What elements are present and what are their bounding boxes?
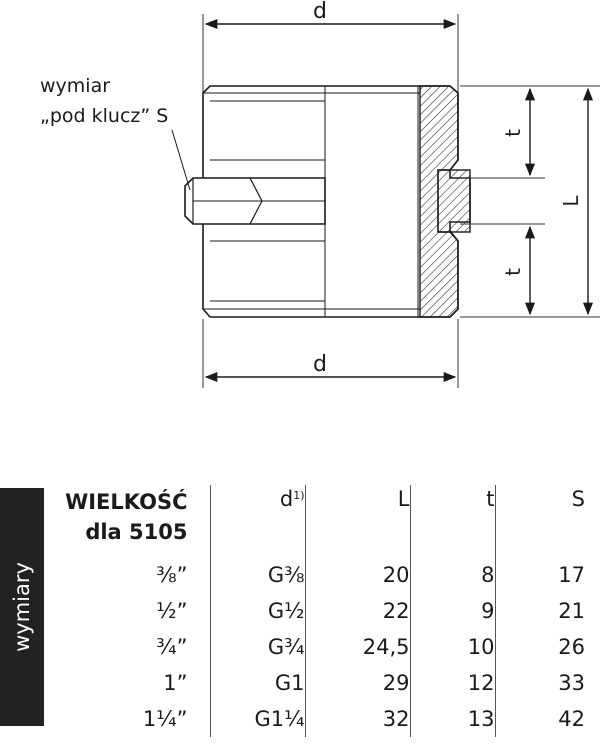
- table-row: 1” G1 29 12 33: [55, 665, 585, 701]
- cell-t: 9: [409, 593, 495, 629]
- hex-profile: [184, 177, 326, 225]
- cell-d: G1¼: [209, 701, 305, 737]
- cell-S: 26: [494, 629, 585, 665]
- cell-L: 22: [304, 593, 410, 629]
- label-d-top: d: [313, 0, 327, 24]
- callout-line2: „pod klucz” S: [40, 105, 168, 127]
- dimension-L: L: [559, 87, 594, 316]
- cell-S: 21: [494, 593, 585, 629]
- header-size-line1: WIELKOŚĆ: [65, 490, 188, 514]
- cell-d: G⅜: [209, 557, 305, 593]
- label-t-lower: t: [501, 268, 525, 276]
- hatched-section: [419, 85, 471, 318]
- cell-S: 33: [494, 665, 585, 701]
- cell-S: 42: [494, 701, 585, 737]
- table-row: 1¼” G1¼ 32 13 42: [55, 701, 585, 737]
- cell-t: 10: [409, 629, 495, 665]
- header-t: t: [409, 485, 495, 557]
- cell-t: 12: [409, 665, 495, 701]
- side-tab: wymiary: [0, 488, 44, 726]
- header-size-line2: dla 5105: [85, 520, 188, 544]
- cell-L: 29: [304, 665, 410, 701]
- cell-d: G½: [209, 593, 305, 629]
- label-d-bottom: d: [313, 352, 327, 377]
- header-L: L: [304, 485, 410, 557]
- header-S: S: [494, 485, 585, 557]
- header-d: d1): [209, 485, 305, 557]
- side-tab-label: wymiary: [10, 562, 34, 652]
- header-d-label: d: [279, 487, 294, 511]
- table-header-row: WIELKOŚĆ dla 5105 d1) L t S: [55, 485, 585, 557]
- cell-t: 13: [409, 701, 495, 737]
- cell-L: 20: [304, 557, 410, 593]
- cell-d: G1: [209, 665, 305, 701]
- table-row: ¾” G¾ 24,5 10 26: [55, 629, 585, 665]
- callout-line1: wymiar: [40, 75, 110, 97]
- cell-size: 1”: [163, 671, 188, 695]
- header-d-note: 1): [293, 489, 305, 502]
- label-L: L: [559, 195, 583, 207]
- cell-S: 17: [494, 557, 585, 593]
- cell-size: 1¼”: [142, 707, 188, 731]
- header-size: WIELKOŚĆ dla 5105: [55, 485, 210, 557]
- dimension-t-lower: t: [501, 225, 536, 316]
- technical-drawing: d t: [40, 0, 600, 388]
- cell-size: ½”: [156, 599, 188, 623]
- cell-t: 8: [409, 557, 495, 593]
- table-row: ½” G½ 22 9 21: [55, 593, 585, 629]
- table-row: ⅜” G⅜ 20 8 17: [55, 557, 585, 593]
- extension-lines: [460, 85, 600, 318]
- cell-size: ¾”: [156, 635, 188, 659]
- wrench-size-callout: wymiar „pod klucz” S: [40, 75, 191, 191]
- cell-L: 32: [304, 701, 410, 737]
- dimension-d-top: d: [202, 0, 459, 92]
- dimension-t-upper: t: [501, 87, 536, 177]
- cell-size: ⅜”: [156, 563, 188, 587]
- label-t-upper: t: [501, 129, 525, 137]
- dimensions-table: WIELKOŚĆ dla 5105 d1) L t S ⅜” G⅜ 20 8 1…: [55, 485, 585, 737]
- cell-d: G¾: [209, 629, 305, 665]
- dimension-d-bottom: d: [202, 319, 459, 388]
- cell-L: 24,5: [304, 629, 410, 665]
